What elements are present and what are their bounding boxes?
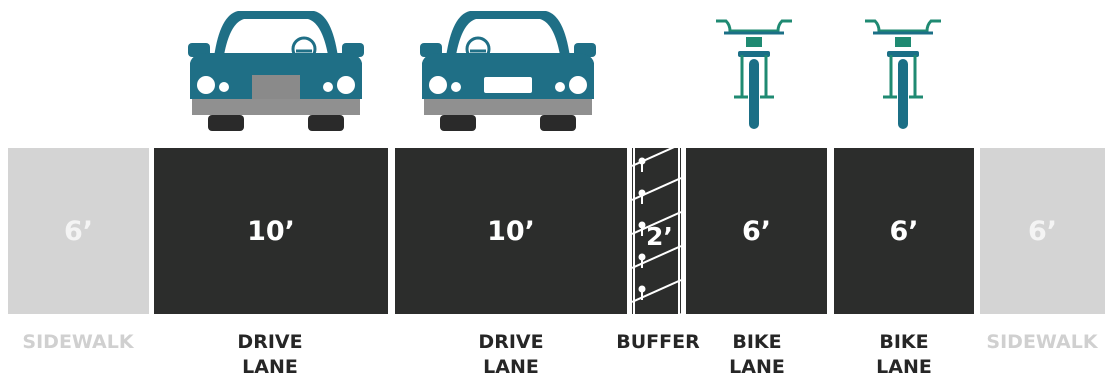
lane-caption: SIDEWALK <box>8 330 148 355</box>
bicycle-icon <box>861 15 945 135</box>
bike-lane-2: 6’ <box>834 148 974 314</box>
width-label: 6’ <box>64 216 93 247</box>
caption-line: LANE <box>200 355 340 380</box>
caption-line: BIKE <box>834 330 974 355</box>
bicycle-icon <box>712 15 796 135</box>
sidewalk-left: 6’ <box>8 148 149 314</box>
drive-lane-1: 10’ <box>154 148 388 314</box>
lane-caption: DRIVE LANE <box>441 330 581 380</box>
caption-line: DRIVE <box>200 330 340 355</box>
width-label: 6’ <box>1028 216 1057 247</box>
lane-caption: BIKE LANE <box>687 330 827 380</box>
drive-lane-2: 10’ <box>395 148 627 314</box>
sidewalk-right: 6’ <box>980 148 1105 314</box>
width-label: 6’ <box>889 216 918 247</box>
width-label: 10’ <box>487 216 535 247</box>
car-icon <box>418 5 598 133</box>
caption-line: LANE <box>441 355 581 380</box>
lane-caption: DRIVE LANE <box>200 330 340 380</box>
caption-line: DRIVE <box>441 330 581 355</box>
width-label: 6’ <box>742 216 771 247</box>
caption-line: BIKE <box>687 330 827 355</box>
width-label: 2’ <box>646 222 673 251</box>
caption-line: LANE <box>687 355 827 380</box>
lane-caption: BIKE LANE <box>834 330 974 380</box>
caption-line: SIDEWALK <box>8 330 148 355</box>
caption-line: LANE <box>834 355 974 380</box>
bike-lane-1: 6’ <box>686 148 827 314</box>
caption-line: SIDEWALK <box>972 330 1105 355</box>
lane-caption: SIDEWALK <box>972 330 1105 355</box>
car-icon <box>186 5 366 133</box>
width-label: 10’ <box>247 216 295 247</box>
